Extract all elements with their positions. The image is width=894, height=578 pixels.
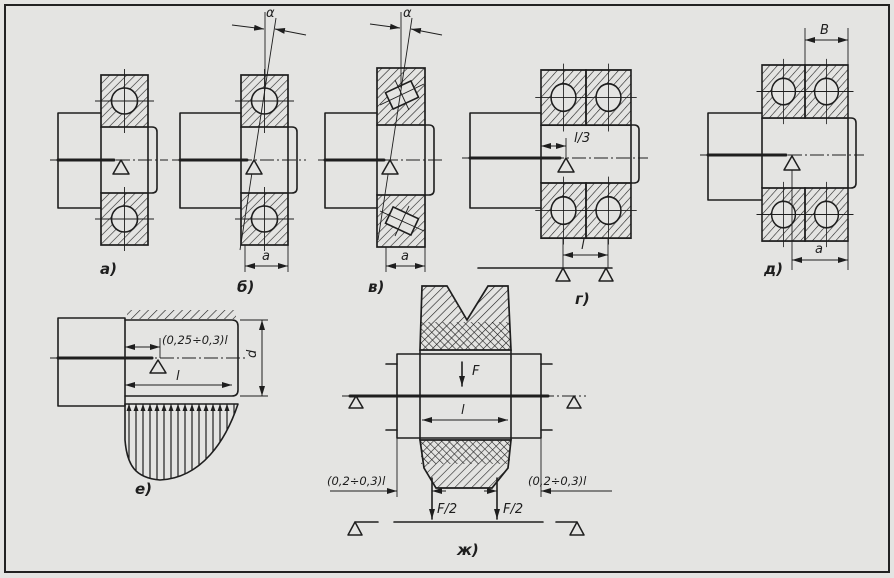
angle-label: α: [403, 6, 412, 21]
bearing-section-bottom: [94, 186, 155, 252]
support-triangle: [557, 157, 575, 173]
contact-line: [239, 17, 277, 251]
bearing-section-top: [234, 68, 295, 134]
bearing-section-top: [94, 68, 155, 134]
pressure-arrows: [126, 404, 230, 411]
angle-arrow-right: [274, 27, 307, 36]
shaft-outline: [57, 317, 126, 407]
bearing-2-section-top: [579, 62, 638, 133]
support-triangle: [112, 159, 130, 175]
half-force-label-right: F/2: [503, 502, 523, 517]
shaft-outline: [469, 112, 542, 209]
diameter-label: d: [245, 349, 260, 358]
bearing-2-section-bottom: [579, 175, 638, 246]
pressure-diagram: [124, 403, 239, 481]
roller-cross-top: [394, 79, 410, 111]
figure-zh: F l (0,2÷0,3)l (0,2÷0,3)l F/2 F/2 ж): [327, 285, 612, 559]
force-label: F: [472, 364, 480, 379]
support-triangle: [149, 359, 167, 374]
bearing-2-section-top: [798, 58, 855, 126]
shaft-stubs: [385, 363, 553, 431]
dimension-extension-lines: [791, 170, 849, 270]
support-triangle: [245, 159, 263, 175]
figure-a: а): [50, 68, 168, 278]
bearing-section-bottom: [234, 186, 295, 252]
caption-e: е): [135, 480, 152, 498]
span-extension-lines: [562, 238, 609, 268]
support-triangle: [783, 155, 801, 171]
figure-e: (0,25÷0,3)l l d е): [50, 310, 268, 498]
figure-b: α a б): [172, 6, 307, 296]
caption-d: д): [763, 260, 783, 278]
shaft-end: [630, 124, 640, 184]
caption-v: в): [368, 278, 384, 296]
bearing-face-extension-lines: [396, 438, 542, 497]
journal-edges: [761, 117, 849, 189]
angle-arrow-left: [369, 23, 401, 30]
beam-support-left: [347, 521, 363, 536]
dimension-label-a: a: [815, 242, 823, 257]
width-label: B: [820, 23, 829, 38]
contact-line: [377, 17, 413, 241]
beam-support-left: [555, 267, 571, 282]
length-label: l: [461, 403, 465, 418]
span-label: l: [581, 238, 585, 253]
angle-arrow-right: [410, 27, 443, 36]
figure-d: B a д): [700, 23, 864, 278]
shaft-outline: [396, 353, 542, 439]
dimension-label-a: a: [401, 249, 409, 264]
pulley-hub-crosshatch-bottom: [421, 440, 510, 464]
bearing-2-section-bottom: [798, 181, 855, 249]
figure-g: l/3 l г): [462, 62, 648, 308]
roller-cross-bottom: [394, 205, 410, 237]
journal-edges: [540, 124, 632, 184]
half-force-label-left: F/2: [437, 502, 457, 517]
support-triangle: [381, 159, 399, 175]
length-label: l: [176, 369, 180, 384]
caption-a: а): [100, 260, 117, 278]
offset-right-label: (0,2÷0,3)l: [528, 474, 587, 488]
dimension-label-a: a: [262, 249, 270, 264]
plain-bearing-hatch: [127, 310, 236, 319]
caption-zh: ж): [456, 541, 479, 559]
support-right: [566, 395, 582, 409]
angle-label: α: [266, 6, 275, 21]
caption-b: б): [237, 278, 254, 296]
caption-g: г): [575, 290, 590, 308]
shaft-end: [287, 126, 298, 194]
beam-support-right: [569, 521, 585, 536]
pulley-hub-crosshatch-top: [421, 322, 510, 350]
offset-left-label: (0,2÷0,3)l: [327, 474, 386, 488]
drawing-frame: [4, 4, 890, 573]
offset-label: l/3: [574, 131, 590, 146]
support-left: [348, 395, 364, 409]
angle-arrow-left: [231, 24, 265, 31]
width-extension-lines: [804, 28, 849, 65]
offset-label: (0,25÷0,3)l: [162, 333, 229, 347]
beam-support-right: [598, 267, 614, 282]
figure-v: α a в): [318, 6, 443, 296]
shaft-end: [847, 117, 857, 189]
